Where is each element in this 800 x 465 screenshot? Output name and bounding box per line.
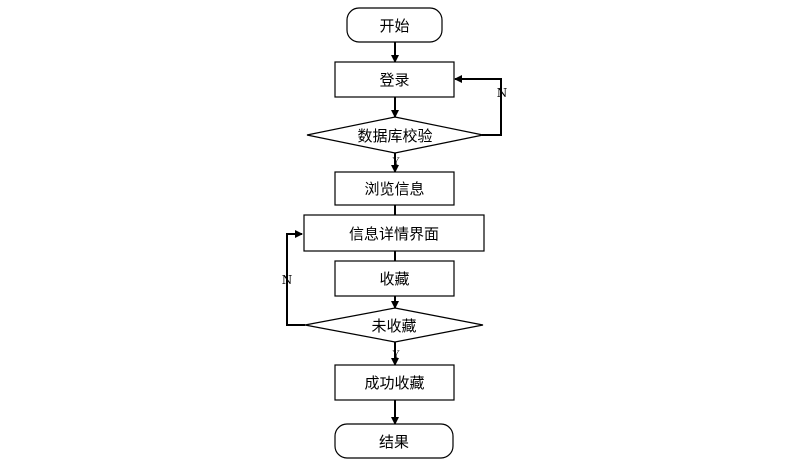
login-node: 登录 [334, 61, 455, 98]
start-label: 开始 [379, 17, 409, 35]
browse-label: 浏览信息 [364, 180, 424, 198]
db-check-no-label: N [497, 86, 508, 100]
end-node: 结果 [334, 423, 454, 459]
db-check-label: 数据库校验 [357, 127, 432, 145]
edge-db-check-no-loop [454, 75, 502, 136]
db-check-yes-label: Y [392, 157, 400, 168]
favorite-success-node: 成功收藏 [334, 364, 455, 401]
not-favorited-label: 未收藏 [371, 317, 416, 335]
start-node: 开始 [346, 7, 443, 43]
not-favorited-yes-label: Y [392, 350, 400, 361]
db-check-decision: 数据库校验 [306, 116, 484, 154]
edge-not-favorited-no-loop [286, 230, 305, 326]
browse-node: 浏览信息 [334, 171, 455, 206]
detail-node: 信息详情界面 [303, 214, 485, 252]
login-label: 登录 [379, 71, 409, 89]
not-favorited-decision: 未收藏 [304, 307, 484, 343]
favorite-node: 收藏 [334, 260, 455, 297]
end-label: 结果 [379, 433, 409, 451]
detail-label: 信息详情界面 [349, 225, 439, 243]
not-favorited-no-label: N [282, 273, 293, 287]
favorite-success-label: 成功收藏 [364, 374, 424, 392]
favorite-label: 收藏 [379, 270, 409, 288]
edges [286, 42, 502, 425]
